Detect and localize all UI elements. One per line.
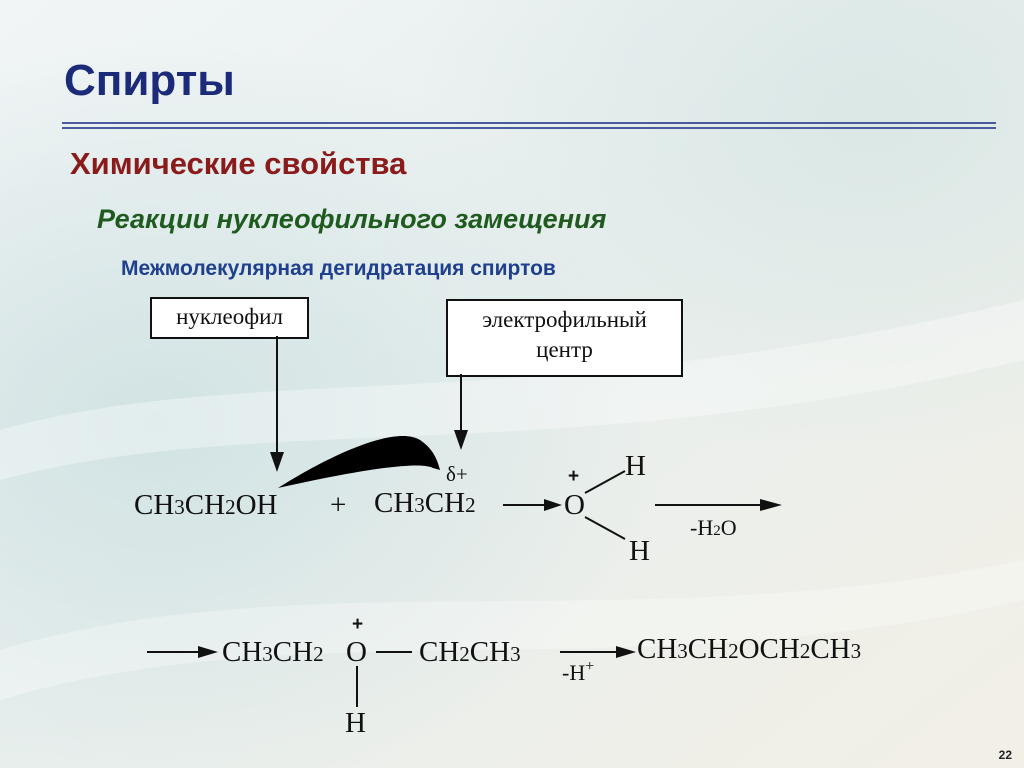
title-rule-second [62,127,996,129]
electrophilic-label-line2: центр [536,337,593,362]
reaction-arrow-3-head [616,646,636,658]
water-elimination-label: -H2O [690,515,737,540]
topic-heading: Межмолекулярная дегидратация спиртов [121,257,556,280]
o-h-bottom-bond [584,516,626,540]
nucleophile-label-box: нуклеофил [150,297,309,339]
title-rule [62,122,996,124]
nucleophile-pointer-arrowhead [270,452,284,472]
proton-elimination-label: -H+ [562,658,595,685]
c-o-bond-arrowhead [544,499,562,511]
diethyl-ether-formula: CH3CH2OCH2CH3 [637,633,862,665]
subsection-heading: Реакции нуклеофильного замещения [97,204,607,234]
intermediate-oxonium-charge: + [352,614,364,635]
ethyl-group-formula: CH3CH2 [374,487,476,519]
hydrogen-bottom: H [629,535,650,567]
hydrogen-top: H [625,450,646,482]
electrophile-pointer-arrowhead [454,430,468,450]
intermediate-left-formula: CH3CH2 [222,636,324,668]
electrophilic-center-label-box: электрофильный центр [446,299,683,377]
ethanol-formula: CH3CH2OH [134,489,278,521]
intermediate-right-formula: CH2CH3 [419,636,521,668]
slide-title: Спирты [64,56,235,105]
section-heading: Химические свойства [70,146,407,181]
plus-sign: + [330,489,347,521]
intermediate-hydrogen: H [345,707,366,739]
oxonium-charge: + [568,466,580,487]
page-number: 22 [998,748,1012,762]
oxonium-oxygen: O [564,489,585,521]
intermediate-oxygen: O [346,636,367,668]
reaction-arrow-2-in-head [198,646,218,658]
nucleophile-label: нуклеофил [176,304,283,329]
reaction-arrow-1-head [760,499,782,511]
delta-plus-charge: δ+ [446,462,468,486]
electrophilic-label-line1: электрофильный [482,307,647,332]
curved-electron-arrow [278,436,440,488]
o-h-top-bond [584,470,626,494]
